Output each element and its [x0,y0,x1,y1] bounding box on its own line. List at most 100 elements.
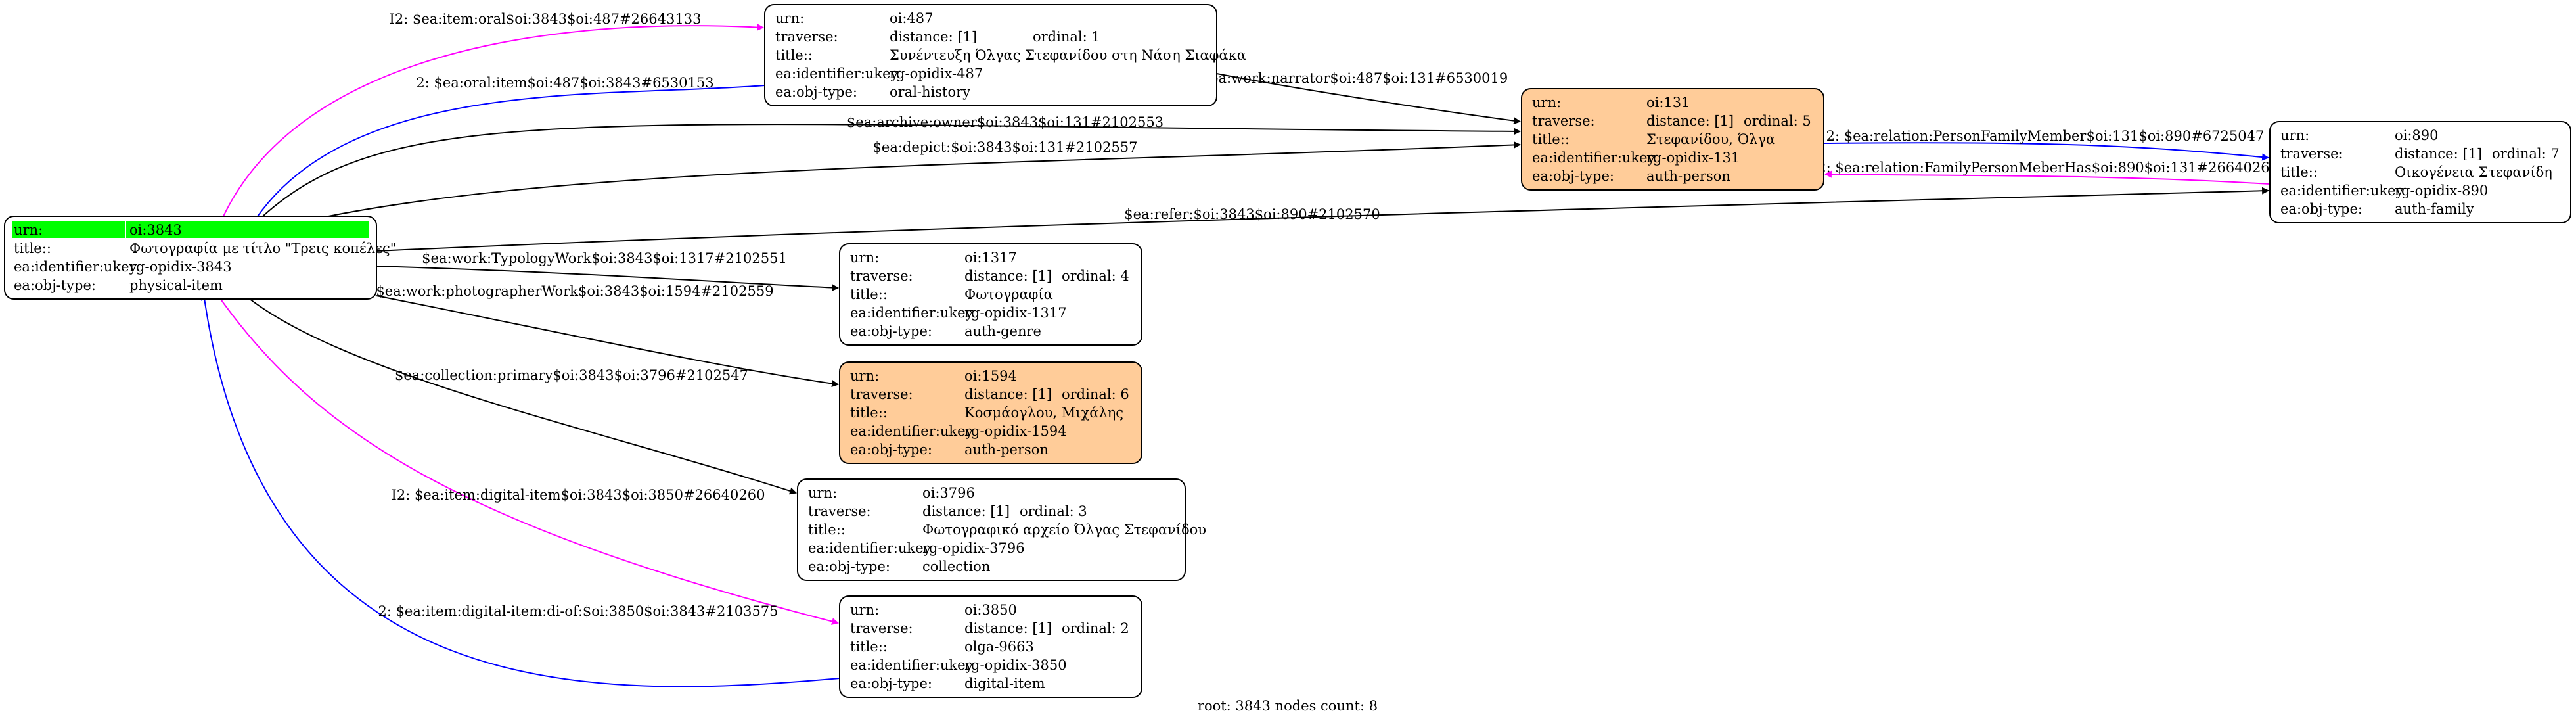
node-field-key: urn: [1532,95,1561,110]
node-field-value: distance: [1] [922,503,1010,519]
node-field-key: urn: [850,368,879,384]
node-field-key: title:: [850,287,888,302]
node-field-value: rg-opidix-3843 [129,259,232,275]
node-field-key: urn: [808,485,837,501]
node-field-value: Φωτογραφία με τίτλο "Τρεις κοπέλες" [129,241,396,256]
node-field-value: rg-opidix-890 [2395,183,2488,198]
node-field-value: oral-history [890,84,970,100]
node-field-value: distance: [1] [2395,146,2482,162]
node-field-key: title:: [850,405,888,421]
edge-label: I2: $ea:relation:FamilyPersonMeberHas$oi… [1812,160,2278,175]
node-field-value: oi:3843 [129,222,182,238]
edge: 2: $ea:item:digital-item:di-of:$oi:3850$… [200,292,840,687]
edge-label: $ea:refer:$oi:3843$oi:890#2102570 [1124,206,1380,222]
node-field-key: title:: [2280,164,2318,180]
node-field-value: Φωτογραφικό αρχείο Όλγας Στεφανίδου [922,522,1206,538]
node-field-value: physical-item [129,277,223,293]
edge-label: $ea:depict:$oi:3843$oi:131#2102557 [873,139,1138,155]
node-field-key: urn: [2280,128,2309,143]
node-field-value: Στεφανίδου, Όλγα [1646,131,1775,147]
node-field-key: ea:identifier:ukey [14,259,137,275]
node-frame [839,595,1142,698]
edge: $ea:work:photographerWork$oi:3843$oi:159… [376,283,840,388]
node-frame [839,361,1142,464]
edge: $ea:refer:$oi:3843$oi:890#2102570 [376,187,2270,252]
edge: 2: $ea:relation:PersonFamilyMember$oi:13… [1823,128,2270,161]
edge-line [241,85,765,243]
node-field-value: olga-9663 [964,639,1034,655]
node-field-key: ea:identifier:ukey [1532,150,1656,166]
edge-line [1216,73,1522,125]
graph-footer: root: 3843 nodes count: 8 [1198,698,1378,714]
node-field-key: urn: [775,11,804,26]
node-field-value: Κοσμάογλου, Μιχάλης [964,405,1123,421]
node-field-key: traverse: [850,620,913,636]
node-field-value: auth-family [2395,201,2474,217]
node-field-ordinal: ordinal: 1 [1033,29,1100,45]
edge-label: $ea:work:photographerWork$oi:3843$oi:159… [376,283,773,299]
node-field-ordinal: ordinal: 6 [1062,386,1129,402]
node-oi1594[interactable]: urn: oi:1594 traverse: distance: [1] ordinal… [839,361,1142,464]
node-field-value: auth-person [964,442,1049,457]
edge-line [216,293,840,625]
node-field-key: title:: [808,522,846,538]
node-field-key: urn: [850,250,879,266]
edge: 2: $ea:oral:item$oi:487$oi:3843#6530153 [241,75,765,243]
node-oi131[interactable]: urn: oi:131 traverse: distance: [1] ordinal:… [1521,88,1824,191]
node-frame [1521,88,1824,191]
node-field-ordinal: ordinal: 4 [1062,268,1129,284]
node-field-ordinal: ordinal: 7 [2492,146,2560,162]
node-field-key: traverse: [1532,113,1595,129]
node-field-value: auth-person [1646,168,1730,184]
node-field-value: distance: [1] [964,386,1052,402]
node-field-value: oi:3796 [922,485,975,501]
node-field-value: distance: [1] [1646,113,1734,129]
edge: $ea:depict:$oi:3843$oi:131#2102557 [328,139,1522,217]
node-field-key: title:: [850,639,888,655]
node-frame [764,4,1217,106]
node-field-value: rg-opidix-487 [890,66,983,81]
node-field-value: auth-genre [964,323,1041,339]
node-field-value: oi:1317 [964,250,1017,266]
node-frame [839,243,1142,346]
edge: I2: $ea:relation:FamilyPersonMeberHas$oi… [1812,160,2278,185]
node-field-value: oi:487 [890,11,934,26]
node-field-key: ea:identifier:ukey [850,657,974,673]
node-field-key: ea:identifier:ukey [850,305,974,321]
node-field-ordinal: ordinal: 2 [1062,620,1129,636]
edge-label: $ea:archive:owner$oi:3843$oi:131#2102553 [847,114,1164,130]
node-field-value: oi:1594 [964,368,1017,384]
edge-label: $ea:collection:primary$oi:3843$oi:3796#2… [395,367,748,383]
node-field-key: ea:obj-type: [14,277,96,293]
edge-label: $ea:work:narrator$oi:487$oi:131#6530019 [1202,70,1508,86]
node-field-key: ea:obj-type: [2280,201,2362,217]
edge-line [242,293,798,495]
node-field-ordinal: ordinal: 5 [1744,113,1811,129]
node-field-key: title:: [1532,131,1570,147]
edge-line [223,23,765,217]
node-field-key: ea:obj-type: [808,559,890,574]
node-field-key: ea:identifier:ukey [850,423,974,439]
node-field-ordinal: ordinal: 3 [1020,503,1087,519]
node-field-value: oi:131 [1646,95,1690,110]
node-field-value: Φωτογραφία [964,287,1053,302]
node-field-value: Οικογένεια Στεφανίδη [2395,164,2552,180]
node-field-key: traverse: [850,386,913,402]
edge-label: $ea:work:TypologyWork$oi:3843$oi:1317#21… [422,250,787,266]
node-frame [797,478,1186,581]
edge: I2: $ea:item:digital-item$oi:3843$oi:385… [216,293,840,625]
node-field-value: distance: [1] [964,268,1052,284]
node-field-value: rg-opidix-1594 [964,423,1067,439]
edge-label: 2: $ea:oral:item$oi:487$oi:3843#6530153 [416,75,713,91]
edge-label: 2: $ea:relation:PersonFamilyMember$oi:13… [1826,128,2265,144]
edge: $ea:collection:primary$oi:3843$oi:3796#2… [242,293,798,495]
node-field-key: title:: [14,241,51,256]
